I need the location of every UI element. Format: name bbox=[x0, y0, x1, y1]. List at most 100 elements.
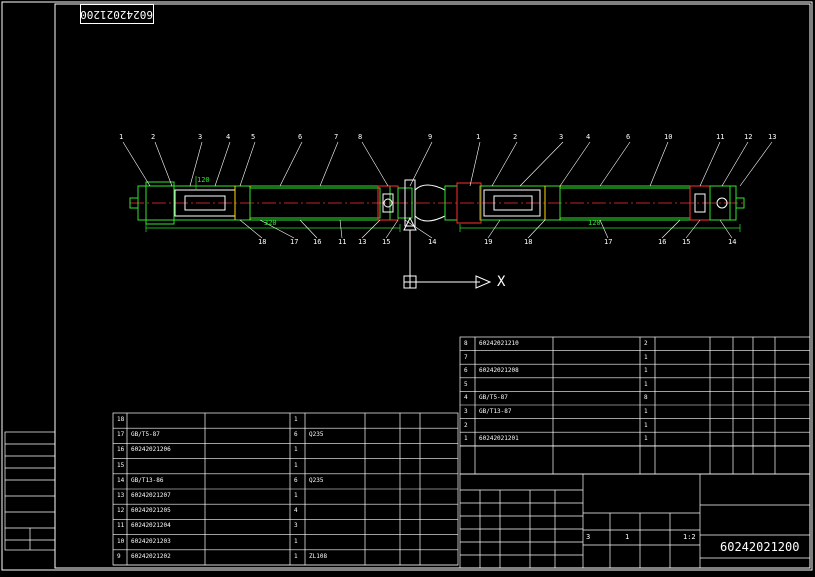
balloon-top-left-7: 7 bbox=[334, 133, 339, 141]
x-axis-label: X bbox=[497, 274, 506, 290]
title-block-sheets: 1 bbox=[625, 533, 630, 541]
parts-right-cell-6-qty: 1 bbox=[644, 367, 648, 375]
balloon-top-right-3: 3 bbox=[559, 133, 564, 141]
balloon-bottom-left-11: 11 bbox=[338, 238, 347, 246]
parts-left-cell-17-no: 17 bbox=[117, 431, 125, 439]
parts-right-cell-8-code: 60242021210 bbox=[479, 340, 519, 347]
parts-left-cell-16-code: 60242021206 bbox=[131, 446, 171, 454]
parts-left-cell-13-qty: 1 bbox=[294, 492, 298, 499]
balloon-top-right-11: 11 bbox=[716, 133, 725, 141]
balloon-bottom-right-15: 15 bbox=[682, 238, 691, 246]
balloon-bottom-right-15-leader bbox=[685, 219, 701, 239]
balloon-bottom-right-17: 17 bbox=[604, 238, 613, 246]
balloon-top-left-9: 9 bbox=[428, 133, 433, 141]
parts-left-cell-16-qty: 1 bbox=[294, 446, 298, 454]
parts-left-cell-17-code: GB/T5-87 bbox=[131, 431, 160, 439]
parts-left-cell-14-code: GB/T13-86 bbox=[131, 476, 164, 484]
balloon-top-right-12: 12 bbox=[744, 133, 753, 141]
balloon-top-left-9-leader bbox=[409, 141, 433, 187]
parts-right-cell-1-no: 1 bbox=[464, 435, 468, 443]
parts-left-cell-9-code: 60242021202 bbox=[131, 552, 171, 560]
parts-right-cell-4-code: GB/T5-87 bbox=[479, 394, 508, 402]
balloon-bottom-left-17-leader bbox=[259, 219, 295, 239]
balloon-top-right-6: 6 bbox=[626, 133, 631, 141]
parts-left-cell-14-no: 14 bbox=[117, 476, 125, 484]
balloon-bottom-right-19-leader bbox=[487, 219, 501, 239]
parts-left-cell-16-no: 16 bbox=[117, 446, 125, 454]
balloon-top-right-11-leader bbox=[699, 141, 721, 187]
balloon-bottom-left-18: 18 bbox=[258, 238, 267, 246]
parts-left-cell-12-qty: 4 bbox=[294, 507, 298, 515]
balloon-bottom-right-18: 18 bbox=[524, 238, 533, 246]
balloon-top-left-7-leader bbox=[319, 141, 339, 187]
dim-mid-height: 120 bbox=[197, 176, 210, 184]
parts-right-cell-7-qty: 1 bbox=[644, 353, 648, 361]
balloon-top-right-2: 2 bbox=[513, 133, 518, 141]
side-strip-table bbox=[4, 431, 56, 551]
balloon-bottom-right-17-leader bbox=[599, 219, 609, 239]
balloon-top-left-3: 3 bbox=[198, 133, 203, 141]
parts-left-cell-18-no: 18 bbox=[117, 416, 125, 423]
balloon-top-left-2-leader bbox=[154, 141, 173, 187]
balloon-bottom-left-15-leader bbox=[385, 219, 399, 239]
balloon-bottom-left-18-leader bbox=[239, 219, 263, 239]
balloon-bottom-right-16-leader bbox=[661, 219, 681, 239]
middle-coupling bbox=[397, 179, 482, 227]
balloon-top-left-5: 5 bbox=[251, 133, 256, 141]
balloon-top-left-8: 8 bbox=[358, 133, 363, 141]
parts-left-cell-14-mat: Q235 bbox=[309, 476, 324, 484]
balloon-bottom-left-16: 16 bbox=[313, 238, 322, 246]
parts-right-cell-3-no: 3 bbox=[464, 408, 468, 415]
parts-left-cell-12-code: 60242021205 bbox=[131, 507, 171, 515]
balloon-bottom-right-19: 19 bbox=[484, 238, 493, 246]
balloon-top-left-8-leader bbox=[361, 141, 389, 187]
balloon-bottom-right-18-leader bbox=[527, 219, 546, 239]
parts-left-cell-11-no: 11 bbox=[117, 522, 125, 530]
balloon-bottom-left-14-leader bbox=[404, 219, 433, 239]
parts-right-cell-5-qty: 1 bbox=[644, 380, 648, 388]
parts-left-cell-9-qty: 1 bbox=[294, 552, 298, 560]
parts-right-cell-4-no: 4 bbox=[464, 394, 468, 402]
parts-right-cell-1-code: 60242021201 bbox=[479, 435, 519, 443]
balloon-top-right-1-leader bbox=[469, 141, 481, 187]
balloon-top-left-6: 6 bbox=[298, 133, 303, 141]
parts-left-cell-10-code: 60242021203 bbox=[131, 537, 171, 545]
title-block-grid bbox=[459, 473, 811, 569]
parts-left-cell-13-no: 13 bbox=[117, 492, 125, 499]
balloon-top-right-2-leader bbox=[491, 141, 518, 187]
balloon-top-left-4: 4 bbox=[226, 133, 231, 141]
balloon-bottom-left-11-leader bbox=[339, 219, 343, 239]
balloon-bottom-left-13: 13 bbox=[358, 238, 367, 246]
balloon-top-right-10: 10 bbox=[664, 133, 673, 141]
balloon-top-left-5-leader bbox=[239, 141, 256, 187]
balloon-top-left-2: 2 bbox=[151, 133, 156, 141]
parts-left-cell-11-code: 60242021204 bbox=[131, 522, 171, 530]
dim-left-length: 320 bbox=[264, 219, 277, 227]
balloon-top-right-3-leader bbox=[519, 141, 564, 187]
parts-right-cell-8-no: 8 bbox=[464, 340, 468, 347]
parts-left-cell-11-qty: 3 bbox=[294, 522, 298, 530]
balloon-bottom-right-14-leader bbox=[719, 219, 733, 239]
parts-left-cell-10-qty: 1 bbox=[294, 537, 298, 545]
parts-right-cell-6-code: 60242021208 bbox=[479, 367, 519, 375]
parts-right-cell-2-no: 2 bbox=[464, 421, 468, 429]
parts-left-cell-17-qty: 6 bbox=[294, 431, 298, 439]
parts-right-cell-1-qty: 1 bbox=[644, 435, 648, 443]
drawing-code-rotated: 60242021200 bbox=[80, 4, 154, 24]
parts-right-cell-7-no: 7 bbox=[464, 353, 468, 361]
parts-left-cell-17-mat: Q235 bbox=[309, 431, 324, 439]
parts-left-cell-15-qty: 1 bbox=[294, 461, 298, 469]
balloon-top-right-6-leader bbox=[599, 141, 631, 187]
title-block-code: 60242021200 bbox=[720, 540, 800, 554]
balloon-bottom-left-15: 15 bbox=[382, 238, 391, 246]
parts-left-cell-13-code: 60242021207 bbox=[131, 492, 171, 499]
parts-left-cell-12-no: 12 bbox=[117, 507, 125, 515]
title-block-count: 3 bbox=[586, 533, 591, 541]
dim-right-length: 120 bbox=[588, 219, 601, 227]
parts-right-cell-3-qty: 1 bbox=[644, 408, 648, 415]
parts-right-cell-8-qty: 2 bbox=[644, 340, 648, 347]
parts-right-cell-5-no: 5 bbox=[464, 380, 468, 388]
parts-right-cell-6-no: 6 bbox=[464, 367, 468, 375]
balloon-top-right-4-leader bbox=[559, 141, 591, 187]
balloon-top-left-1: 1 bbox=[119, 133, 124, 141]
